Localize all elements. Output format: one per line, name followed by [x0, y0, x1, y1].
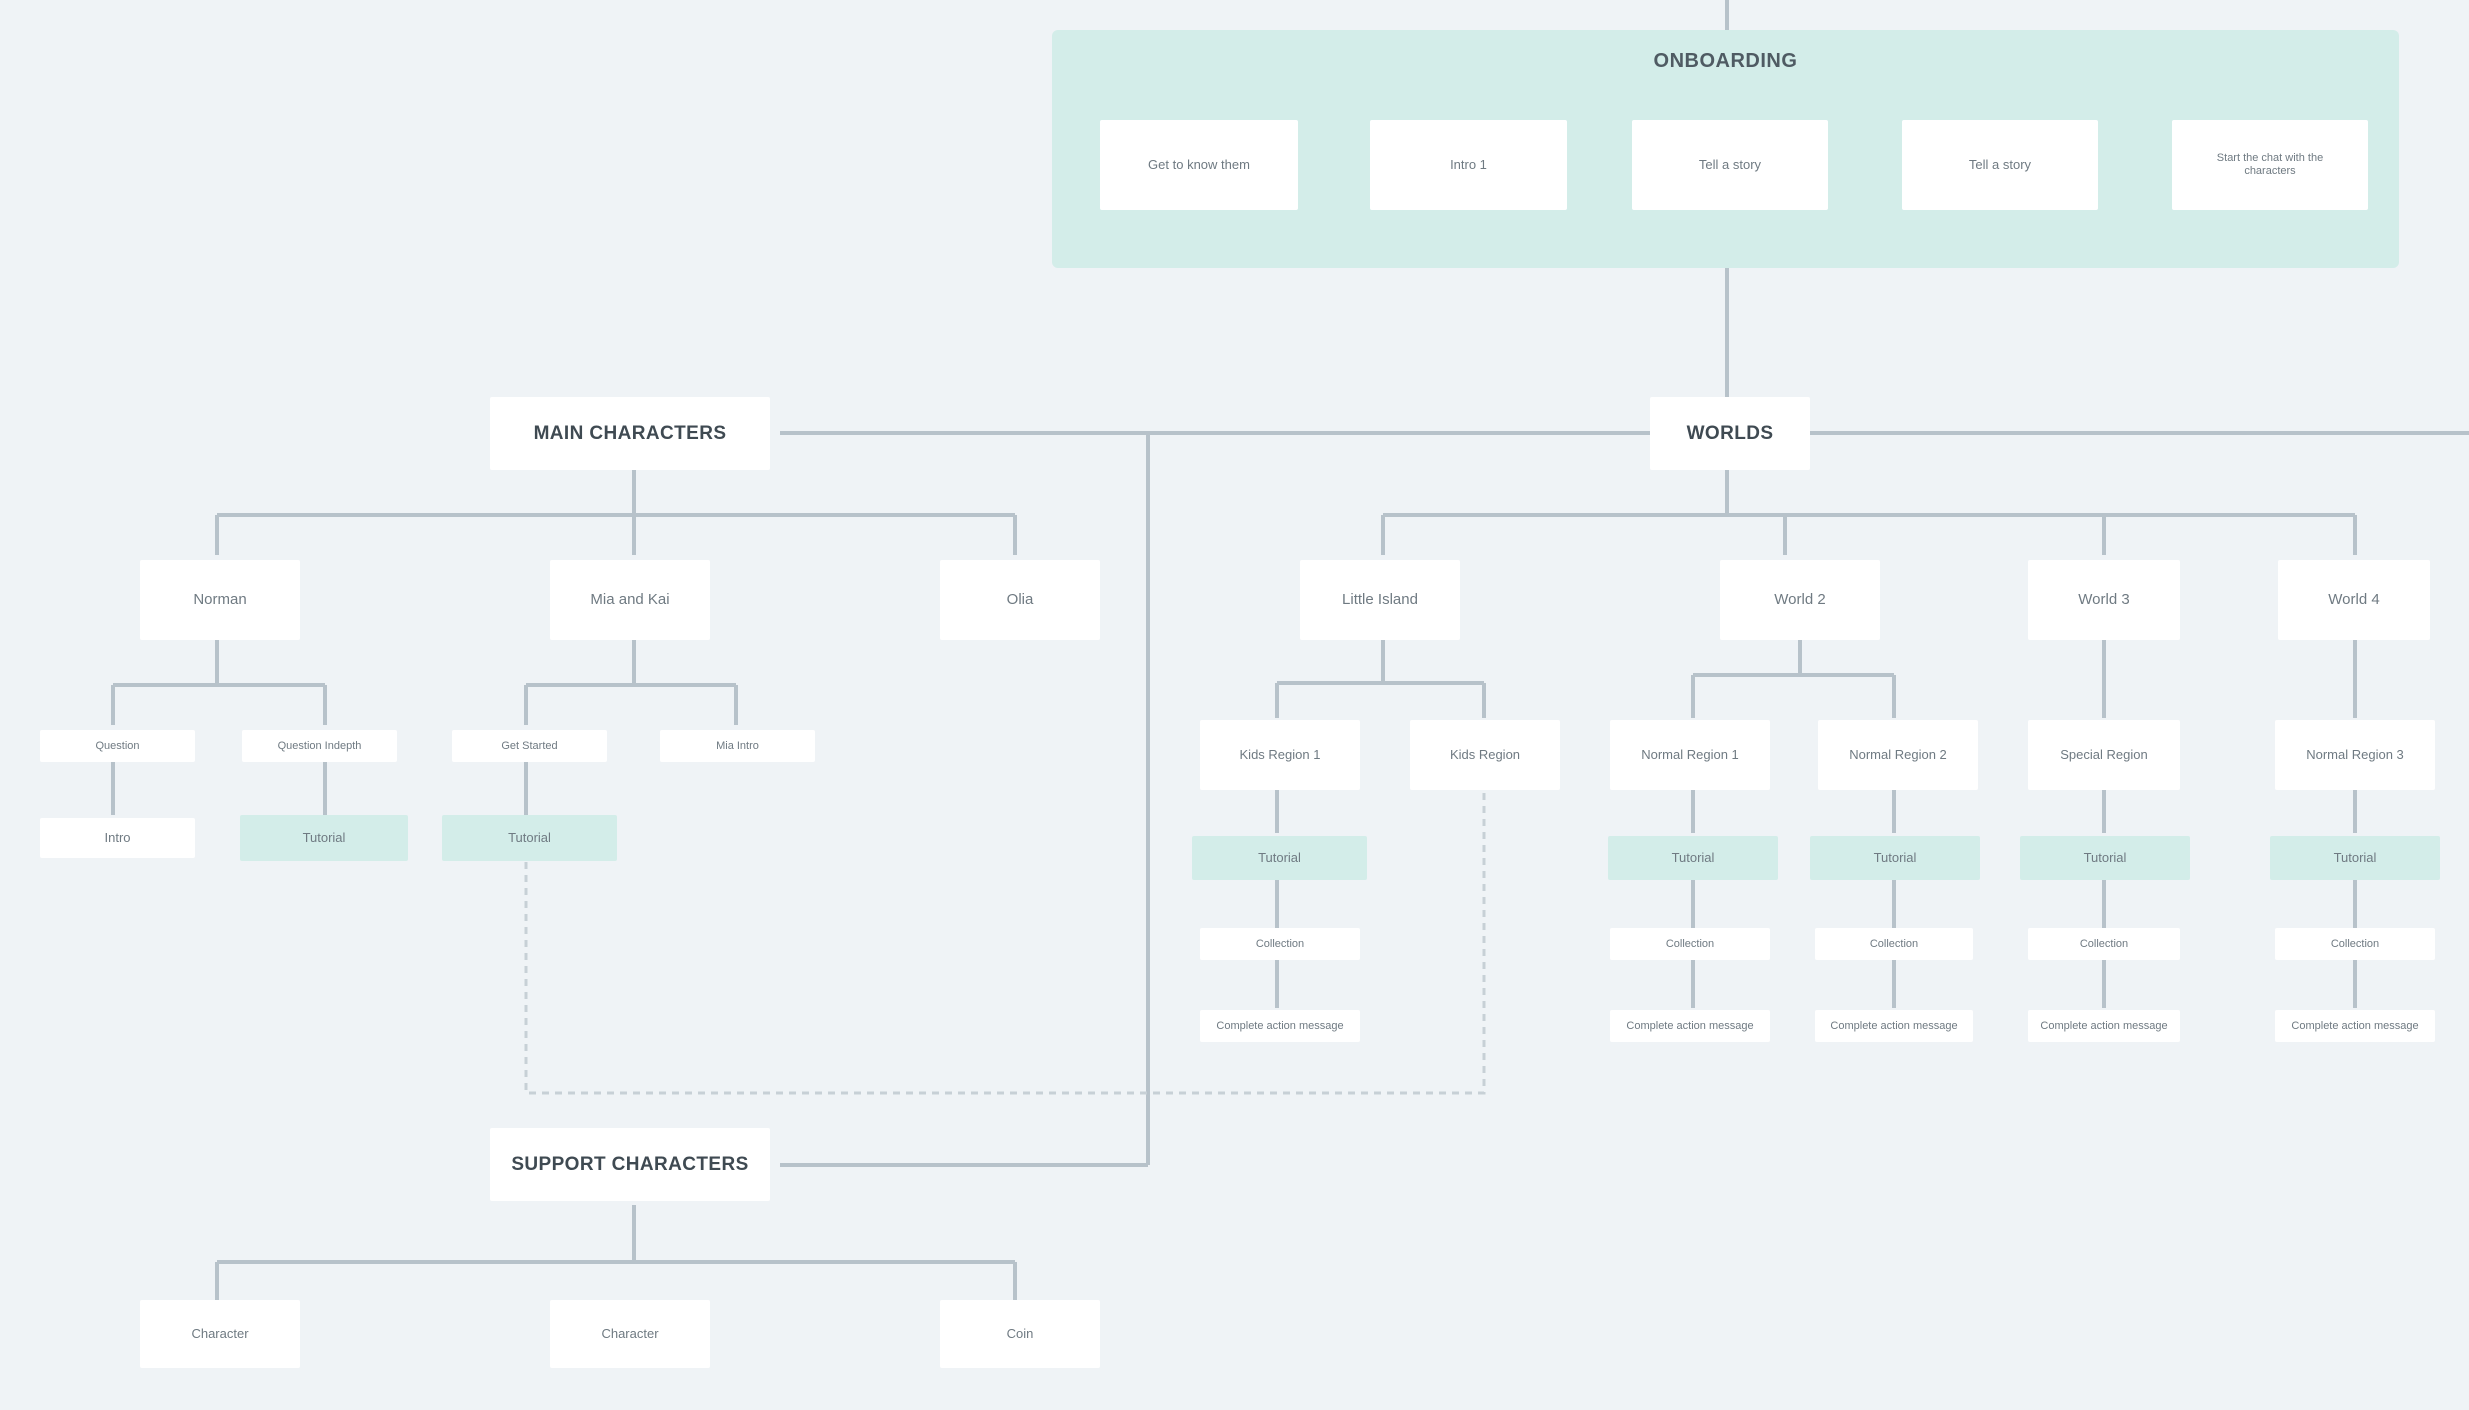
tutorial-node[interactable]: Tutorial	[1192, 836, 1367, 880]
onboarding-step[interactable]: Get to know them	[1100, 120, 1298, 210]
world-node[interactable]: World 4	[2278, 560, 2430, 640]
character-node[interactable]: Mia and Kai	[550, 560, 710, 640]
tutorial-node[interactable]: Tutorial	[442, 815, 617, 861]
support-characters-node[interactable]: SUPPORT CHARACTERS	[490, 1128, 770, 1201]
world-node[interactable]: World 2	[1720, 560, 1880, 640]
question-node[interactable]: Mia Intro	[660, 730, 815, 762]
world-node[interactable]: Little Island	[1300, 560, 1460, 640]
intro-node[interactable]: Intro	[40, 818, 195, 858]
character-node[interactable]: Norman	[140, 560, 300, 640]
character-node[interactable]: Olia	[940, 560, 1100, 640]
complete-action-node[interactable]: Complete action message	[2275, 1010, 2435, 1042]
question-node[interactable]: Question	[40, 730, 195, 762]
tutorial-node[interactable]: Tutorial	[240, 815, 408, 861]
region-node[interactable]: Special Region	[2028, 720, 2180, 790]
collection-node[interactable]: Collection	[1200, 928, 1360, 960]
region-node[interactable]: Kids Region	[1410, 720, 1560, 790]
world-node[interactable]: World 3	[2028, 560, 2180, 640]
collection-node[interactable]: Collection	[1815, 928, 1973, 960]
onboarding-step[interactable]: Intro 1	[1370, 120, 1567, 210]
complete-action-node[interactable]: Complete action message	[2028, 1010, 2180, 1042]
onboarding-step[interactable]: Tell a story	[1632, 120, 1828, 210]
question-node[interactable]: Question Indepth	[242, 730, 397, 762]
onboarding-step[interactable]: Tell a story	[1902, 120, 2098, 210]
support-character-node[interactable]: Coin	[940, 1300, 1100, 1368]
tutorial-node[interactable]: Tutorial	[1810, 836, 1980, 880]
region-node[interactable]: Normal Region 2	[1818, 720, 1978, 790]
complete-action-node[interactable]: Complete action message	[1200, 1010, 1360, 1042]
support-character-node[interactable]: Character	[550, 1300, 710, 1368]
region-node[interactable]: Normal Region 1	[1610, 720, 1770, 790]
complete-action-node[interactable]: Complete action message	[1815, 1010, 1973, 1042]
support-character-node[interactable]: Character	[140, 1300, 300, 1368]
tutorial-node[interactable]: Tutorial	[1608, 836, 1778, 880]
worlds-node[interactable]: WORLDS	[1650, 397, 1810, 470]
region-node[interactable]: Kids Region 1	[1200, 720, 1360, 790]
collection-node[interactable]: Collection	[2028, 928, 2180, 960]
complete-action-node[interactable]: Complete action message	[1610, 1010, 1770, 1042]
onboarding-title: ONBOARDING	[1653, 50, 1798, 72]
onboarding-step[interactable]: Start the chat with the characters	[2172, 120, 2368, 210]
region-node[interactable]: Normal Region 3	[2275, 720, 2435, 790]
tutorial-node[interactable]: Tutorial	[2270, 836, 2440, 880]
question-node[interactable]: Get Started	[452, 730, 607, 762]
collection-node[interactable]: Collection	[1610, 928, 1770, 960]
tutorial-node[interactable]: Tutorial	[2020, 836, 2190, 880]
collection-node[interactable]: Collection	[2275, 928, 2435, 960]
main-characters-node[interactable]: MAIN CHARACTERS	[490, 397, 770, 470]
